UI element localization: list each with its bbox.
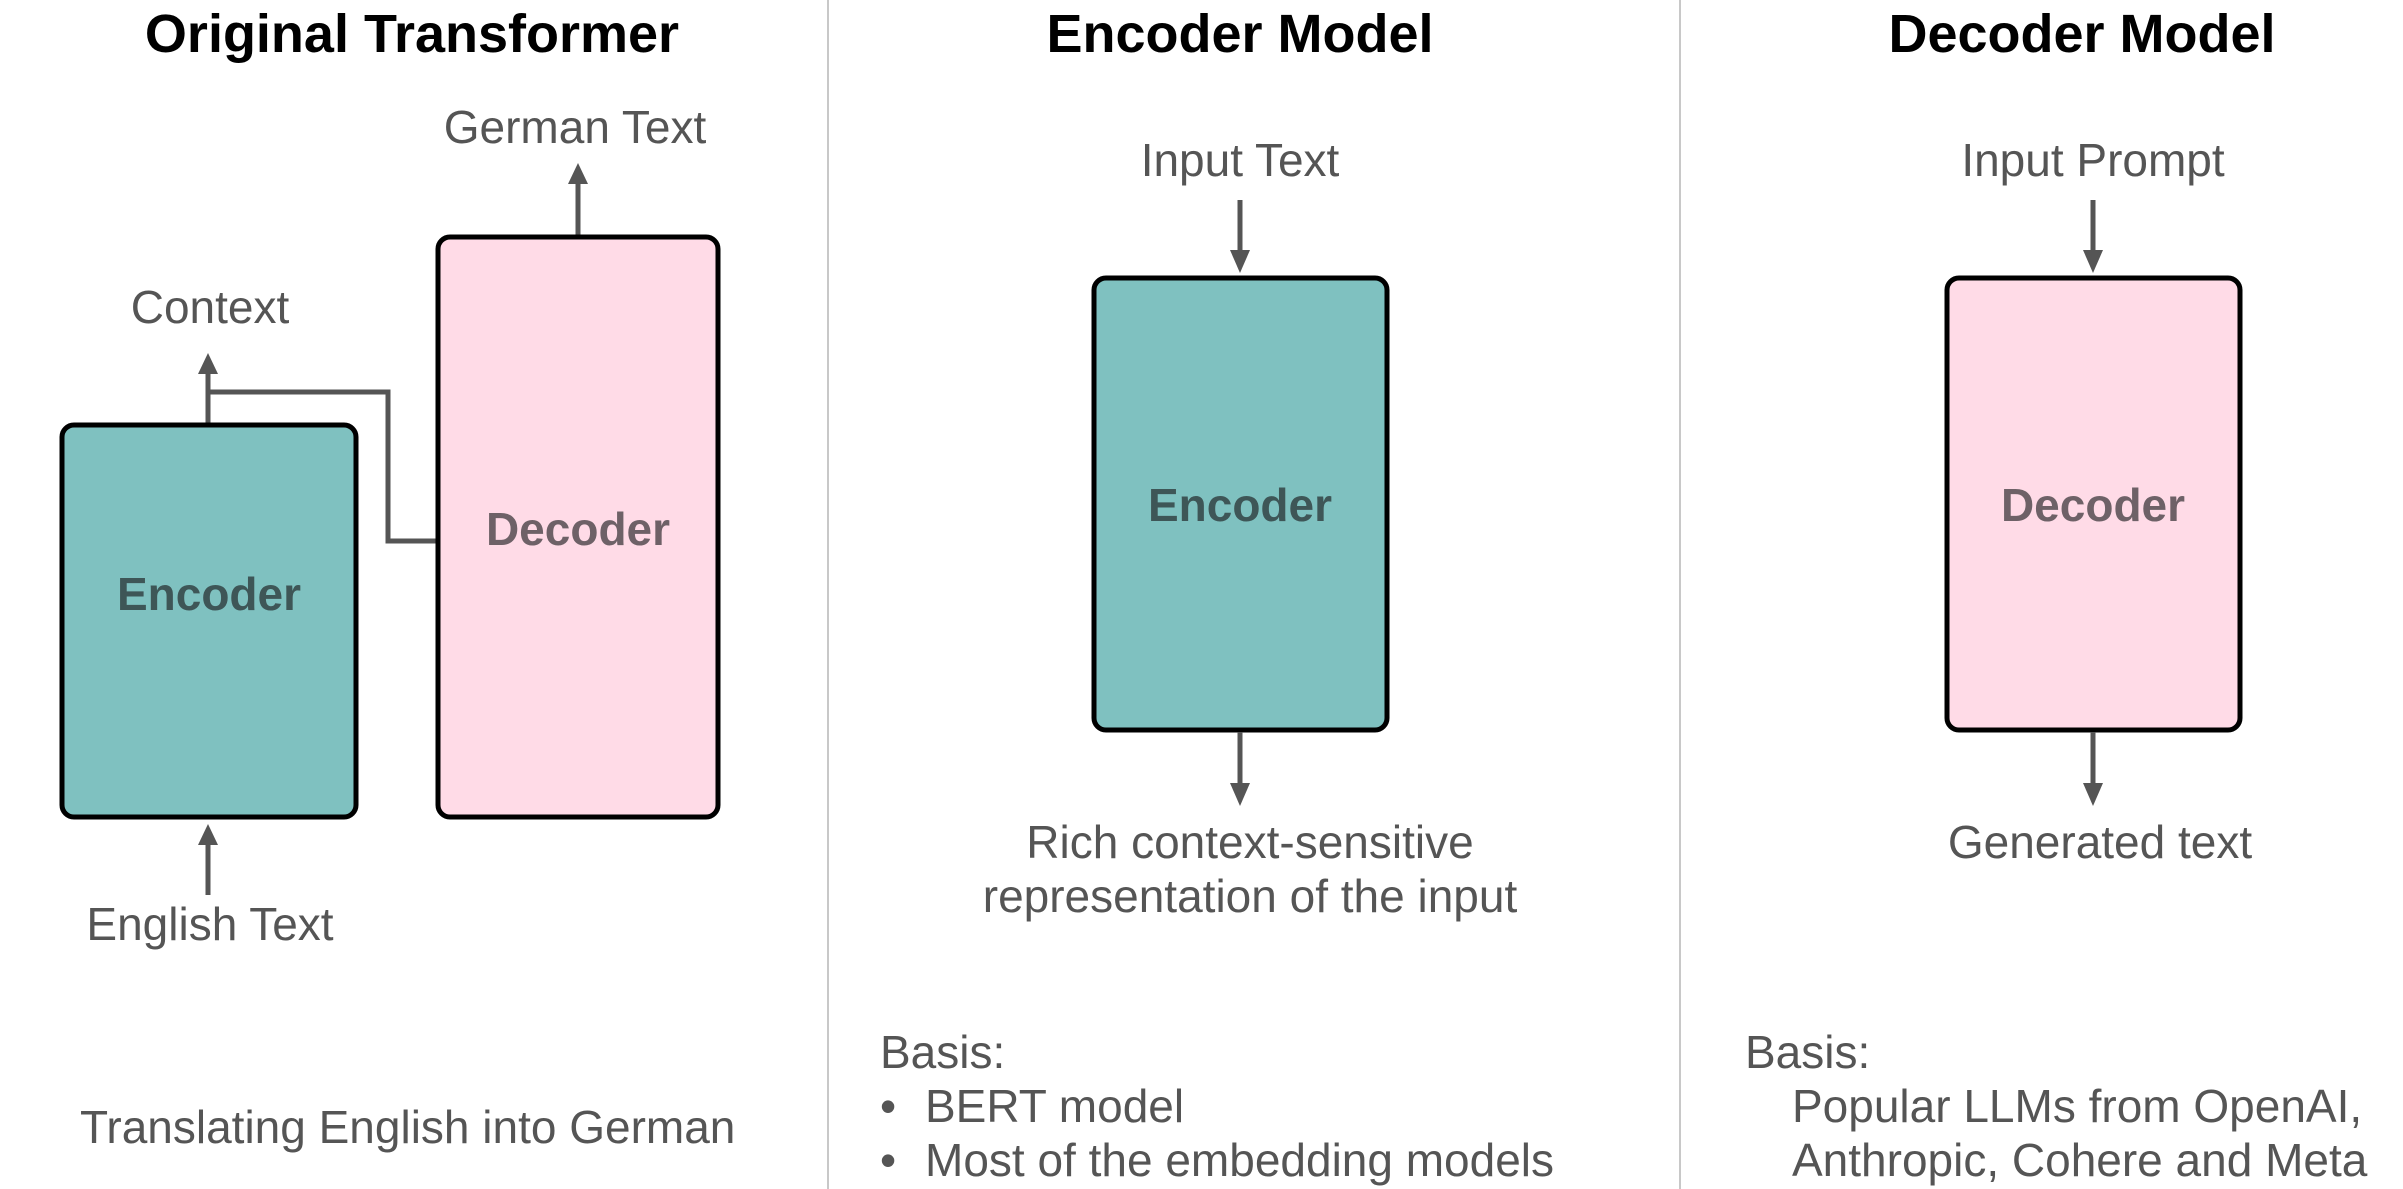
input-text-label: Input Text bbox=[1141, 134, 1340, 186]
decoder-box-label: Decoder bbox=[486, 503, 670, 555]
decoder-basis-line-2: Anthropic, Cohere and Meta bbox=[1792, 1134, 2368, 1186]
decoder-model-input-arrow-head bbox=[2083, 250, 2103, 273]
panel-decoder-model: Decoder Model Input Prompt Decoder Gener… bbox=[1745, 4, 2368, 1186]
english-text-label: English Text bbox=[86, 898, 333, 950]
encoder-output-line1: Rich context-sensitive bbox=[1026, 816, 1473, 868]
decoder-output-arrow-head bbox=[568, 163, 588, 184]
encoder-box bbox=[59, 422, 359, 820]
encoder-box-label: Encoder bbox=[117, 568, 301, 620]
panel-title-original: Original Transformer bbox=[145, 4, 679, 64]
decoder-basis-heading: Basis: bbox=[1745, 1026, 1870, 1078]
panel-encoder-model: Encoder Model Input Text Encoder Rich co… bbox=[880, 4, 1554, 1186]
encoder-basis-item-2: Most of the embedding models bbox=[925, 1134, 1554, 1186]
generated-text-label: Generated text bbox=[1948, 816, 2253, 868]
encoder-model-output-arrow-head bbox=[1230, 783, 1250, 806]
decoder-model-box-label: Decoder bbox=[2001, 479, 2185, 531]
encoder-input-arrow-head bbox=[198, 824, 218, 845]
decoder-box bbox=[435, 234, 721, 820]
panel-original-transformer: Original Transformer German Text Context… bbox=[59, 4, 735, 1153]
encoder-model-box bbox=[1091, 275, 1390, 733]
panel-title-encoder-model: Encoder Model bbox=[1046, 4, 1433, 64]
encoder-model-input-arrow-head bbox=[1230, 250, 1250, 273]
decoder-model-box bbox=[1944, 275, 2243, 733]
decoder-model-output-arrow-head bbox=[2083, 783, 2103, 806]
encoder-context-arrow-head bbox=[198, 353, 218, 374]
encoder-basis-heading: Basis: bbox=[880, 1026, 1005, 1078]
context-label: Context bbox=[131, 281, 290, 333]
encoder-model-box-label: Encoder bbox=[1148, 479, 1332, 531]
encoder-basis-bullet-1: • bbox=[880, 1080, 896, 1132]
context-connector-line bbox=[208, 389, 438, 544]
decoder-basis-line-1: Popular LLMs from OpenAI, bbox=[1792, 1080, 2362, 1132]
panel-title-decoder-model: Decoder Model bbox=[1888, 4, 2275, 64]
encoder-output-line2: representation of the input bbox=[983, 870, 1518, 922]
original-caption: Translating English into German bbox=[80, 1101, 735, 1153]
encoder-basis-bullet-2: • bbox=[880, 1134, 896, 1186]
german-text-label: German Text bbox=[444, 101, 707, 153]
input-prompt-label: Input Prompt bbox=[1961, 134, 2225, 186]
encoder-basis-item-1: BERT model bbox=[925, 1080, 1184, 1132]
